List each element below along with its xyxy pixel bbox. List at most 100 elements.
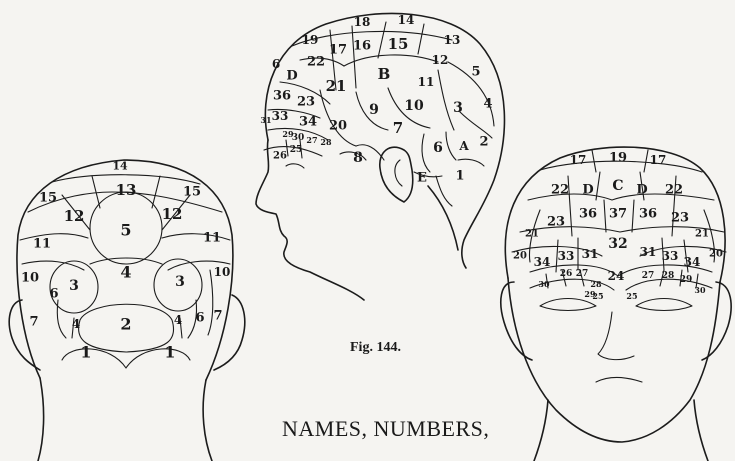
figure-label: Fig. 144.	[350, 340, 401, 356]
region-label: 28	[662, 271, 675, 281]
region-label: 27	[306, 135, 317, 145]
front-neck-right	[694, 400, 708, 461]
front-view-labels: 17191722DCD22233637362321213220343331313…	[513, 151, 723, 302]
front-nose	[598, 312, 634, 360]
region-label: 20	[329, 119, 347, 134]
region-label: 17	[329, 43, 347, 58]
region-label: 15	[39, 191, 57, 206]
region-label: 22	[551, 183, 569, 198]
region-label: 26	[560, 269, 573, 279]
region-label: 12	[64, 207, 85, 225]
region-label: 26	[273, 151, 287, 162]
region-label: 11	[203, 231, 221, 246]
region-label: 37	[609, 207, 627, 222]
region-label: 10	[214, 265, 231, 279]
front-ear-left	[501, 282, 532, 360]
region-label: 10	[21, 271, 39, 286]
region-label: 12	[432, 53, 449, 67]
figure-caption: NAMES, NUMBERS,	[282, 416, 489, 442]
region-label: 30	[292, 133, 305, 143]
region-label: 31	[640, 245, 657, 259]
region-label: 3	[175, 274, 185, 290]
region-label: 8	[353, 150, 363, 166]
region-label: 34	[299, 115, 317, 130]
region-label: D	[582, 183, 593, 198]
region-label: 12	[162, 205, 183, 223]
region-label: 34	[684, 255, 701, 269]
region-label: 14	[398, 13, 415, 27]
region-label: 18	[354, 15, 371, 29]
region-label: D	[286, 69, 297, 84]
region-label: 17	[650, 153, 667, 167]
region-label: 21	[695, 229, 709, 240]
region-label: 19	[302, 33, 319, 47]
region-label: 11	[418, 75, 435, 89]
region-label: 6	[195, 311, 204, 326]
region-label: 25	[592, 291, 603, 301]
region-label: A	[458, 139, 469, 153]
region-label: 32	[608, 236, 627, 252]
region-label: 21	[525, 229, 539, 240]
region-label: 4	[120, 263, 131, 282]
front-mouth	[596, 378, 642, 383]
front-eye-left	[540, 299, 596, 311]
region-label: 22	[307, 55, 325, 70]
back-ear-right	[214, 295, 245, 370]
region-label: 5	[120, 221, 131, 240]
region-label: 1	[164, 343, 175, 362]
region-label: 1	[80, 343, 91, 362]
region-label: 4	[72, 317, 80, 331]
region-label: 30	[694, 285, 706, 295]
region-label: 6	[433, 140, 443, 156]
region-label: 33	[662, 249, 679, 263]
region-label: 3	[453, 100, 463, 116]
region-label: 15	[388, 35, 409, 53]
region-label: 17	[570, 153, 587, 167]
region-label: 30	[538, 279, 550, 289]
region-label: 2	[479, 135, 488, 150]
region-label: 20	[709, 249, 723, 260]
front-eye-right	[636, 299, 692, 311]
region-label: 34	[534, 255, 551, 269]
region-label: C	[612, 178, 623, 194]
region-label: 19	[609, 151, 627, 166]
front-neck-left	[534, 400, 548, 461]
region-label: 36	[273, 89, 291, 104]
region-label: 28	[590, 279, 602, 289]
region-label: 25	[626, 291, 637, 301]
region-label: B	[378, 65, 391, 83]
region-label: 11	[33, 237, 51, 252]
side-ear-inner	[395, 160, 402, 186]
region-label: 16	[353, 39, 371, 54]
region-label: 4	[483, 97, 492, 112]
region-label: 2	[120, 315, 131, 334]
region-label: 33	[558, 249, 575, 263]
front-view-head	[501, 147, 731, 461]
region-label: 6	[49, 287, 58, 302]
region-label: 31	[260, 115, 271, 125]
back-view-labels: 141513151212511114103310674246711	[21, 160, 230, 362]
region-label: 24	[608, 269, 625, 283]
back-ear-left	[9, 300, 40, 370]
region-label: 13	[116, 181, 137, 199]
region-label: 13	[444, 33, 461, 47]
region-label: 29	[680, 275, 693, 285]
side-view-head	[256, 13, 504, 300]
region-label: 7	[393, 119, 403, 137]
region-label: 36	[639, 207, 657, 222]
region-label: 6	[272, 57, 280, 71]
side-ear	[380, 147, 413, 202]
region-label: 7	[213, 309, 222, 324]
region-label: 22	[665, 183, 683, 198]
side-face-profile	[256, 140, 364, 300]
region-label: 3	[69, 278, 79, 294]
region-label: 21	[326, 77, 347, 95]
region-label: 29	[282, 129, 294, 139]
region-label: 20	[513, 251, 527, 262]
region-label: 9	[369, 102, 379, 118]
region-label: 36	[579, 207, 597, 222]
region-label: 1	[455, 169, 464, 184]
region-label: 23	[547, 215, 565, 230]
